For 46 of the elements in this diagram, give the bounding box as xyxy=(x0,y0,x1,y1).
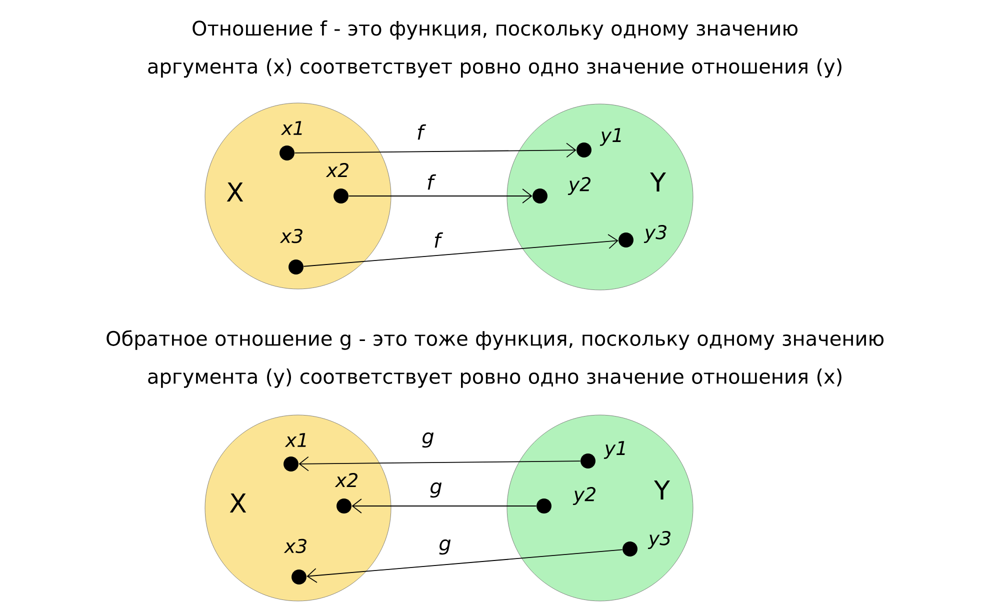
set-circle xyxy=(506,104,694,290)
point-label: y2 xyxy=(568,176,590,196)
point-dot xyxy=(336,498,352,514)
set-label: X xyxy=(226,182,244,202)
point-label: x1 xyxy=(280,121,302,135)
point-dot xyxy=(576,142,592,158)
set-label: Y xyxy=(654,480,670,500)
edge-label: f xyxy=(434,232,444,248)
arrow xyxy=(348,188,532,204)
point-dot xyxy=(618,232,634,248)
point-dot xyxy=(288,260,304,274)
set-circle xyxy=(204,102,392,290)
edge-label: g xyxy=(430,482,442,498)
heading: Отношение f - это функция, поскольку одному значению аргумента (x) соответствует ровно одно значение отношения (y) xyxy=(148,20,842,78)
point-label: x3 xyxy=(284,538,306,554)
set-label: X xyxy=(230,494,246,512)
point-dot xyxy=(284,456,298,472)
edge-label: g xyxy=(439,539,451,555)
point-label: x2 xyxy=(326,162,348,178)
point-label: x3 xyxy=(280,228,302,244)
arrow xyxy=(298,456,581,472)
point-dot xyxy=(280,146,294,160)
arrow xyxy=(352,498,537,514)
point-dot xyxy=(334,188,348,204)
set-circle xyxy=(204,414,392,602)
point-label: y3 xyxy=(648,530,670,550)
set-label: Y xyxy=(650,172,666,192)
point-dot xyxy=(536,498,552,514)
point-label: y1 xyxy=(604,441,625,459)
heading: Обратное отношение g - это тоже функция, поскольку одному значению аргумента (y) соответствует ровно одно значение отношения (x) xyxy=(106,330,884,388)
point-dot xyxy=(622,542,638,556)
edge-label: f xyxy=(428,174,436,190)
point-label: y2 xyxy=(572,486,596,506)
arrow xyxy=(303,234,618,267)
point-dot xyxy=(580,454,596,468)
point-dot xyxy=(292,570,306,584)
arrow xyxy=(306,549,623,583)
edge-label: g xyxy=(422,432,434,448)
edge-label: f xyxy=(418,124,426,140)
point-label: y1 xyxy=(600,128,621,146)
point-label: x2 xyxy=(334,472,358,488)
point-label: y3 xyxy=(644,224,666,244)
point-label: x1 xyxy=(284,433,306,447)
set-circle xyxy=(506,414,694,602)
arrow xyxy=(294,142,576,158)
point-dot xyxy=(532,188,548,204)
